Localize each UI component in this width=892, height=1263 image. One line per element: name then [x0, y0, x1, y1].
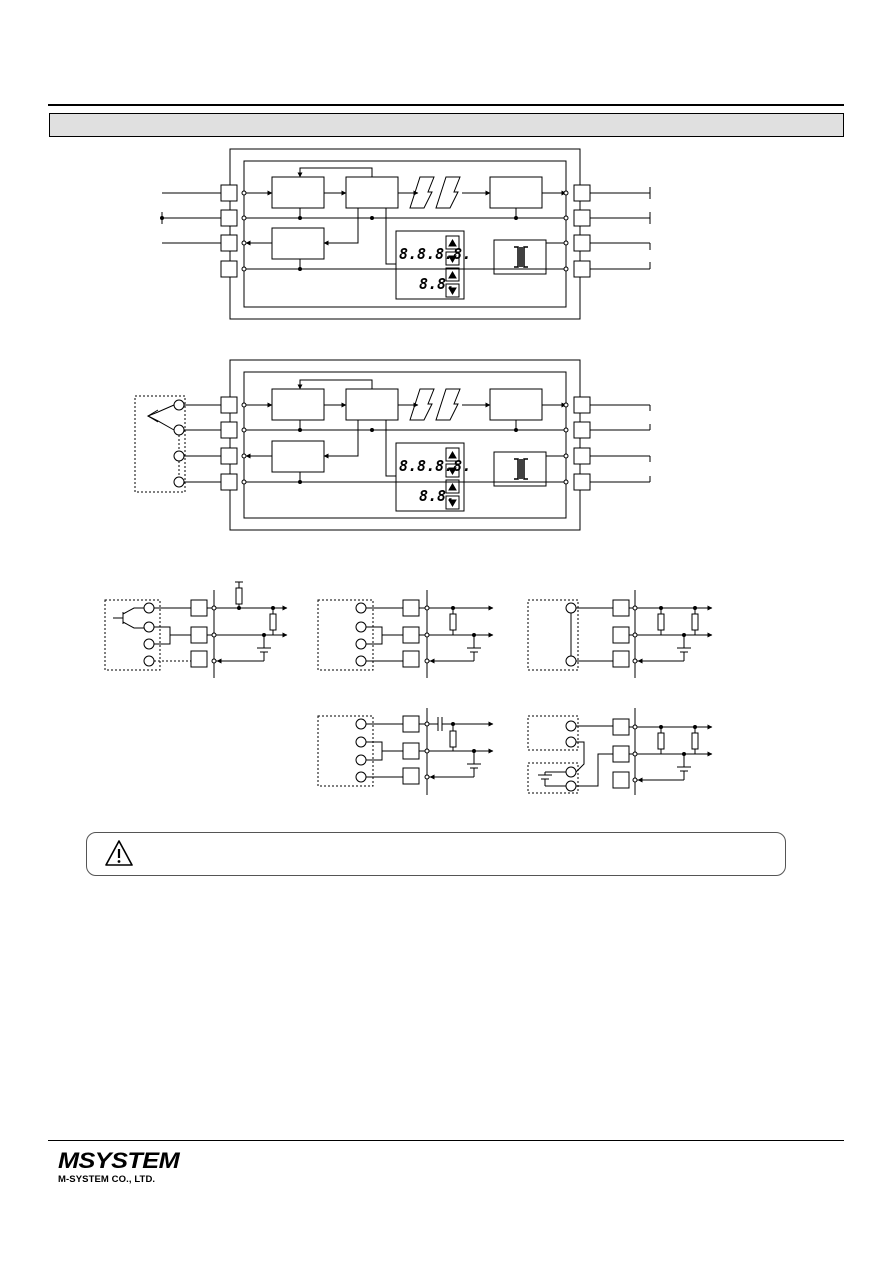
display-lower: 8.8.: [419, 487, 455, 505]
output-terminal-3: [573, 234, 591, 252]
wiring-diagram-voltage-pulse: [317, 590, 494, 678]
wiring-diagram-external-supply: [527, 708, 713, 795]
up-arrow-icon: [448, 239, 457, 247]
output-circuit-block: [489, 176, 543, 209]
down-arrow-icon: [448, 287, 457, 295]
down-button-1: [445, 463, 460, 478]
output-terminal-1: [573, 184, 591, 202]
down-arrow-icon: [448, 255, 457, 263]
output-terminal-1: [573, 396, 591, 414]
display-upper: 8.8.8.8.: [399, 245, 471, 263]
module-outline: [229, 148, 581, 320]
excitation-block: [271, 440, 325, 473]
up-arrow-icon: [448, 271, 457, 279]
output-terminal-3: [573, 447, 591, 465]
down-button-2: [445, 495, 460, 510]
thermocouple-symbol: [146, 404, 175, 431]
excitation-block: [271, 227, 325, 260]
up-button-2: [445, 267, 460, 282]
power-transformer-block: [493, 239, 547, 275]
display-lower: 8.8.: [419, 275, 455, 293]
cpu-block: [345, 388, 399, 421]
output-circuit-block: [489, 388, 543, 421]
block-diagram-2: [134, 359, 651, 531]
input-terminal-3: [220, 447, 238, 465]
footer-rule: [48, 1140, 844, 1141]
wiring-diagram-two-wire: [527, 590, 713, 678]
wiring-diagram-open-collector: [104, 581, 288, 678]
up-button-1: [445, 235, 460, 250]
block-diagram-1: [160, 148, 651, 320]
wiring-diagram-capacitor: [317, 708, 494, 795]
input-circuit-block: [271, 176, 325, 209]
sensor-dashed-box: [134, 395, 186, 493]
logo-wordmark: MSYSTEM: [58, 1148, 180, 1173]
up-arrow-icon: [448, 451, 457, 459]
caution-box: [86, 832, 786, 876]
up-button-1: [445, 447, 460, 462]
warning-triangle-icon: [105, 840, 133, 866]
input-circuit-block: [271, 388, 325, 421]
output-terminal-4: [573, 260, 591, 278]
down-button-1: [445, 251, 460, 266]
header-rule: [48, 104, 844, 106]
input-terminal-3: [220, 234, 238, 252]
output-terminal-4: [573, 473, 591, 491]
company-name: M-SYSTEM CO., LTD.: [58, 1174, 156, 1185]
company-logo: MSYSTEM M-SYSTEM CO., LTD.: [58, 1149, 198, 1189]
front-panel: [395, 442, 465, 512]
module-inner-outline: [243, 160, 567, 308]
down-button-2: [445, 283, 460, 298]
input-terminal-1: [220, 184, 238, 202]
output-terminal-2: [573, 421, 591, 439]
input-terminal-2: [220, 421, 238, 439]
input-terminal-1: [220, 396, 238, 414]
front-panel: [395, 230, 465, 300]
input-terminal-4: [220, 473, 238, 491]
input-terminal-2: [220, 209, 238, 227]
cpu-block: [345, 176, 399, 209]
power-transformer-block: [493, 451, 547, 487]
display-upper: 8.8.8.8.: [399, 457, 471, 475]
up-arrow-icon: [448, 483, 457, 491]
down-arrow-icon: [448, 499, 457, 507]
up-button-2: [445, 479, 460, 494]
down-arrow-icon: [448, 467, 457, 475]
transistor-symbol: [113, 607, 144, 629]
module-inner-outline: [243, 371, 567, 519]
input-terminal-4: [220, 260, 238, 278]
module-outline: [229, 359, 581, 531]
output-terminal-2: [573, 209, 591, 227]
section-header-bar: [49, 113, 844, 137]
